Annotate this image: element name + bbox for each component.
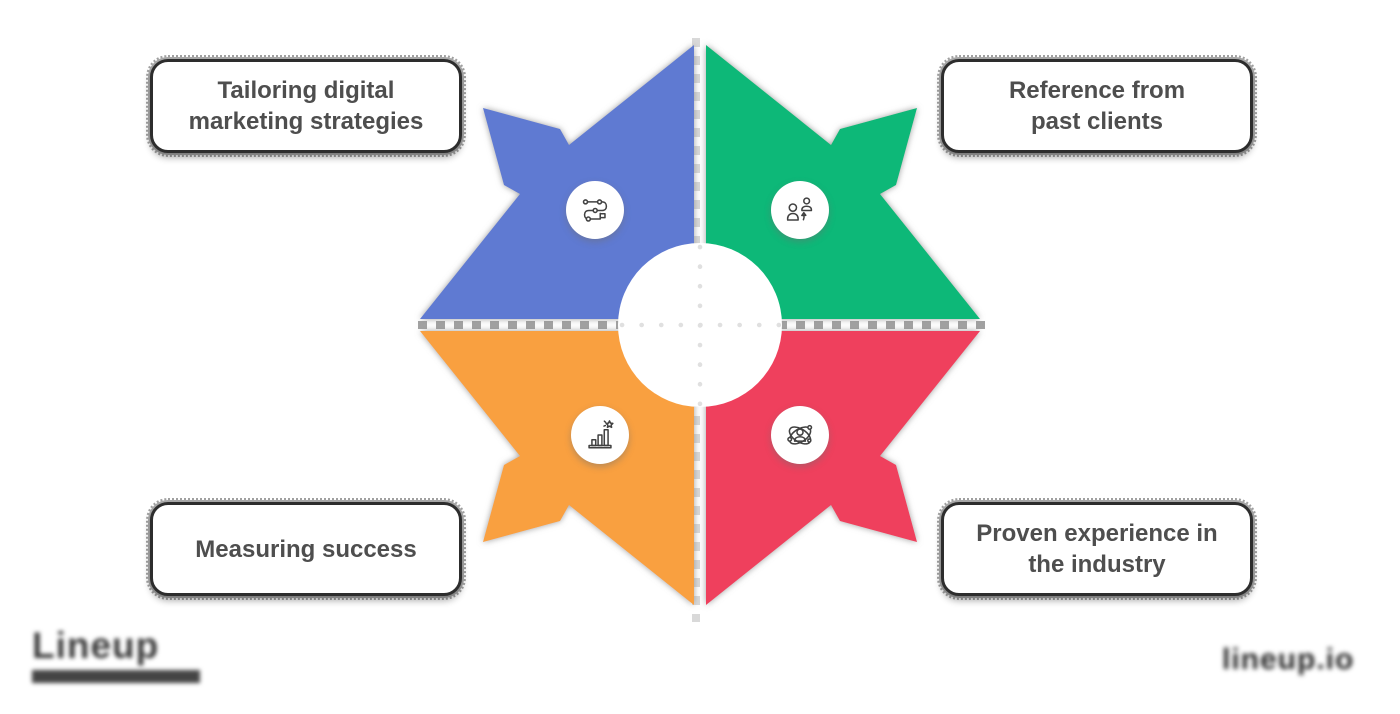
client-referral-icon	[786, 197, 813, 221]
card-line-1: Measuring success	[195, 535, 417, 563]
card-text: Reference from past clients	[1009, 75, 1185, 137]
route-flag-icon	[582, 199, 608, 222]
person-orbit-icon	[787, 424, 813, 445]
card-text: Tailoring digital marketing strategies	[189, 75, 424, 137]
lineup-logo-text: Lineup	[32, 625, 160, 666]
label-card-measuring-success: Measuring success	[146, 498, 466, 600]
crosshair-dots	[619, 244, 783, 408]
lineup-logo: Lineup	[32, 626, 200, 683]
strategy-icon-badge	[566, 181, 624, 239]
success-icon-badge	[571, 406, 629, 464]
reference-icon-badge	[771, 181, 829, 239]
label-card-reference-from-past-clients: Reference from past clients	[937, 55, 1257, 157]
lineup-logo-underline	[32, 670, 200, 683]
card-line-1: Proven experience in	[976, 520, 1218, 547]
card-line-2: the industry	[1028, 551, 1166, 578]
four-arrow-star-diagram	[420, 45, 980, 605]
card-line-1: Reference from	[1008, 77, 1186, 104]
card-line-1: Tailoring digital	[217, 77, 395, 104]
label-card-tailoring-digital-marketing: Tailoring digital marketing strategies	[146, 55, 466, 157]
experience-icon-badge	[771, 406, 829, 464]
lineup-url-watermark: lineup.io	[1222, 643, 1355, 676]
bar-chart-star-icon	[588, 420, 614, 449]
label-card-proven-experience: Proven experience in the industry	[937, 498, 1257, 600]
card-line-2: past clients	[1030, 108, 1164, 135]
card-text: Proven experience in the industry	[976, 518, 1217, 580]
card-line-2: marketing strategies	[188, 108, 424, 135]
card-text: Measuring success	[195, 534, 416, 565]
